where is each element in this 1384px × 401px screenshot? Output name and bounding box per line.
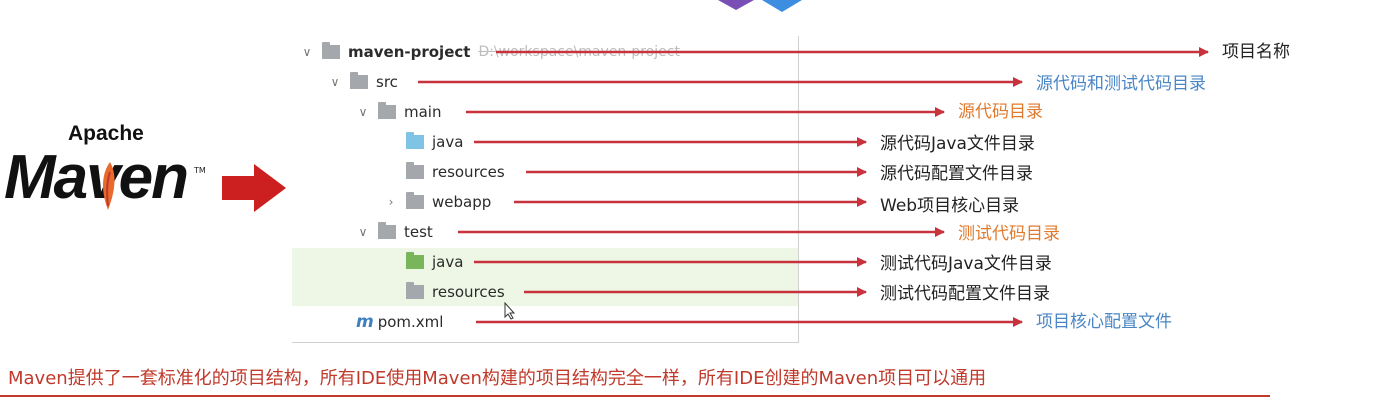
chevron-down-icon[interactable]: ∨ <box>302 45 312 59</box>
logo-tm: TM <box>194 166 206 175</box>
tree-item-test-resources[interactable]: resources <box>384 280 505 304</box>
label-main: 源代码目录 <box>958 102 1043 122</box>
chevron-down-icon[interactable]: ∨ <box>330 75 340 89</box>
test-highlight <box>292 248 798 306</box>
tree-item-main[interactable]: ∨ main <box>356 100 441 124</box>
label-src: 源代码和测试代码目录 <box>1036 74 1206 94</box>
tree-item-test-java[interactable]: java <box>384 250 463 274</box>
label-test-resources: 测试代码配置文件目录 <box>880 284 1050 304</box>
tree-item-src[interactable]: ∨ src <box>328 70 398 94</box>
label-main-java: 源代码Java文件目录 <box>880 134 1035 154</box>
chevron-down-icon[interactable]: ∨ <box>358 225 368 239</box>
label-test-java: 测试代码Java文件目录 <box>880 254 1052 274</box>
chevron-right-icon[interactable]: › <box>388 195 394 209</box>
label-main-resources: 源代码配置文件目录 <box>880 164 1033 184</box>
mouse-cursor-icon <box>504 302 516 320</box>
folder-icon <box>322 42 340 59</box>
label-test: 测试代码目录 <box>958 224 1060 244</box>
chevron-down-icon[interactable]: ∨ <box>358 105 368 119</box>
tree-item-test[interactable]: ∨ test <box>356 220 433 244</box>
resources-folder-icon <box>406 162 424 179</box>
logo-maven: Maven <box>4 143 189 212</box>
folder-icon <box>378 102 396 119</box>
tree-item-label: pom.xml <box>377 313 444 331</box>
source-folder-icon <box>406 132 424 149</box>
tree-item-label: main <box>404 103 442 121</box>
test-folder-icon <box>406 252 424 269</box>
tree-item-label: webapp <box>432 193 492 211</box>
tree-item-webapp[interactable]: › webapp <box>384 190 491 214</box>
footer-statement: Maven提供了一套标准化的项目结构，所有IDE使用Maven构建的项目结构完全… <box>8 368 987 389</box>
top-decoration <box>718 0 802 12</box>
folder-icon <box>378 222 396 239</box>
tree-root-maven-project[interactable]: ∨ maven-project D:\workspace\maven-proje… <box>300 40 680 64</box>
tree-item-label: java <box>432 253 464 271</box>
footer-divider <box>0 395 1270 397</box>
tree-item-pom[interactable]: m pom.xml <box>356 310 443 334</box>
red-arrow-icon <box>222 164 286 212</box>
label-webapp: Web项目核心目录 <box>880 196 1020 216</box>
test-resources-folder-icon <box>406 282 424 299</box>
label-project-name: 项目名称 <box>1222 42 1290 62</box>
tree-item-main-java[interactable]: java <box>384 130 463 154</box>
project-tree-panel <box>292 36 799 343</box>
tree-item-label: resources <box>432 283 505 301</box>
logo-apache: Apache <box>68 122 144 145</box>
web-folder-icon <box>406 192 424 209</box>
maven-file-icon: m <box>356 312 374 332</box>
tree-item-main-resources[interactable]: resources <box>384 160 505 184</box>
tree-item-label: src <box>376 73 398 91</box>
tree-item-label: java <box>432 133 464 151</box>
folder-icon <box>350 72 368 89</box>
root-name: maven-project <box>348 43 471 61</box>
tree-item-label: resources <box>432 163 505 181</box>
tree-item-label: test <box>404 223 433 241</box>
logo-feather-icon <box>103 162 115 210</box>
label-pom: 项目核心配置文件 <box>1036 312 1172 332</box>
